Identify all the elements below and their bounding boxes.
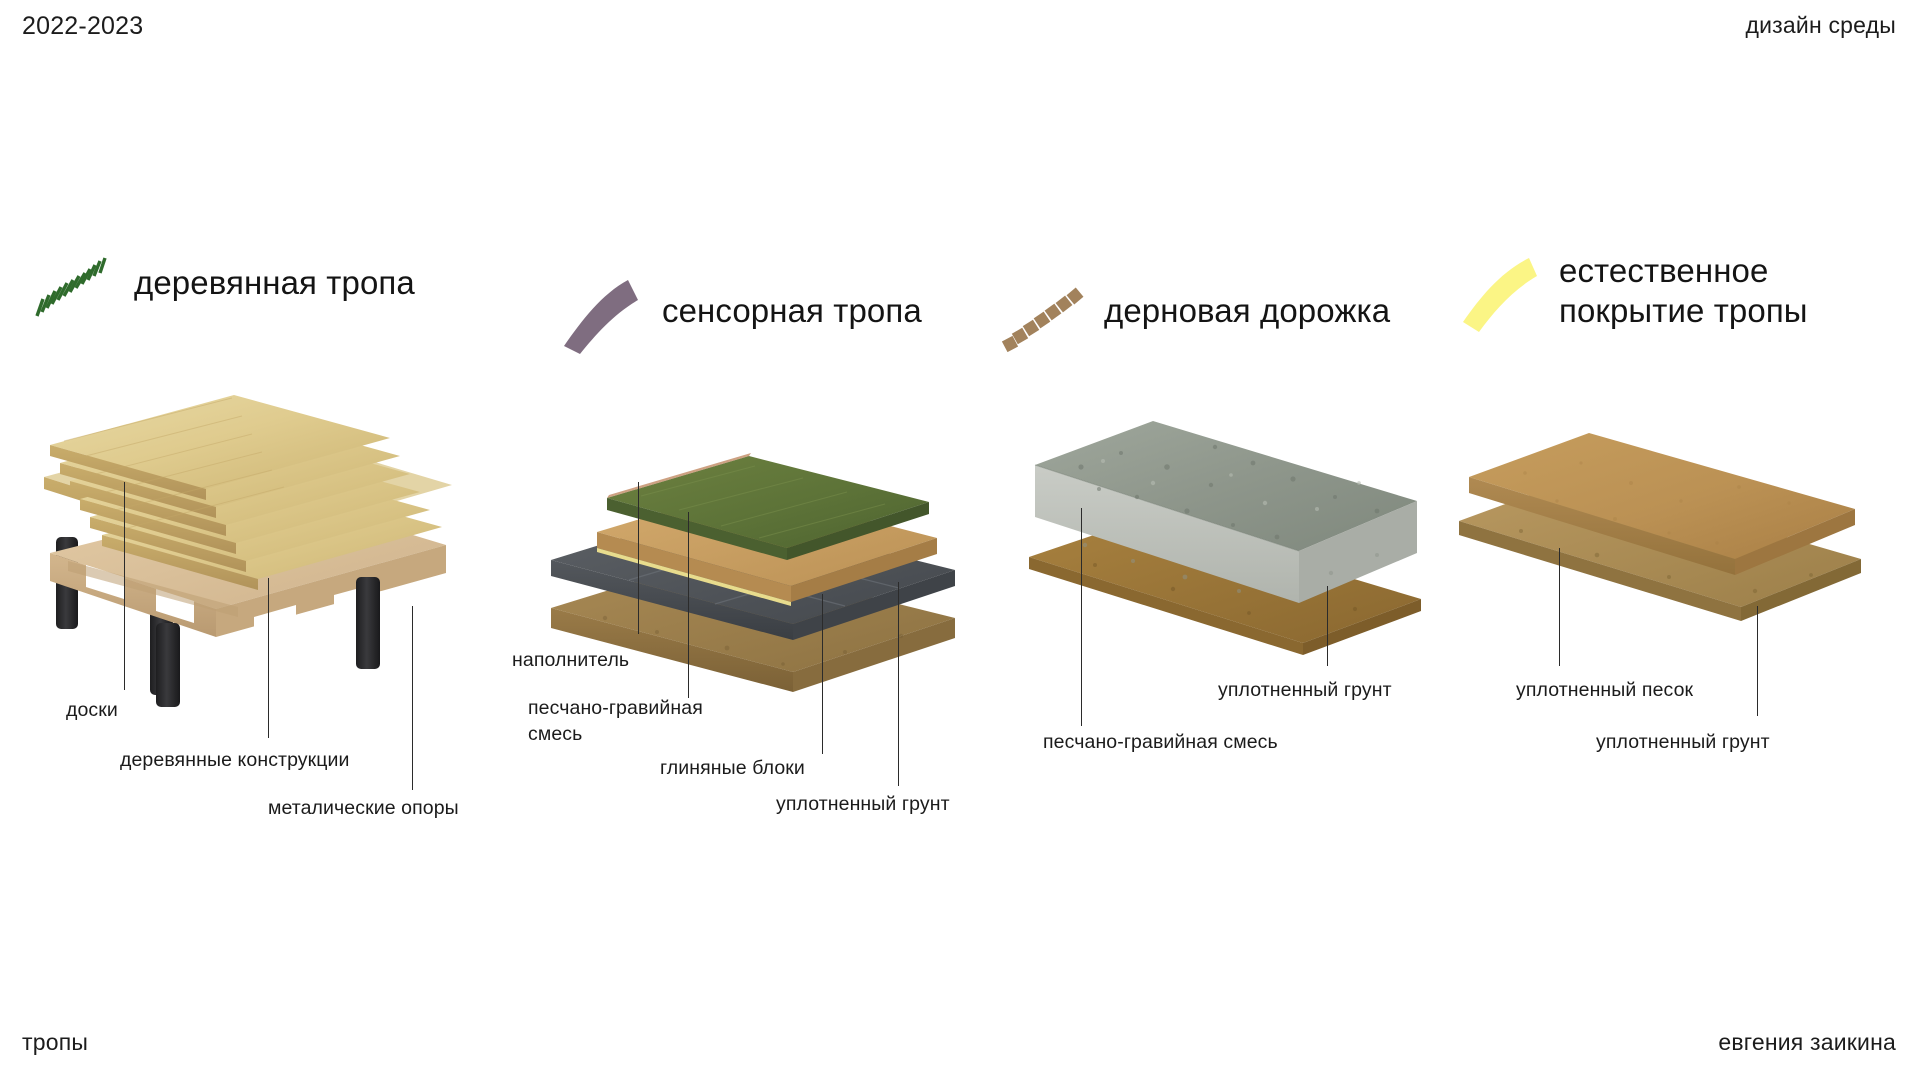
caption-sand-gravel-mix: песчано-гравийная смесь [1043,731,1278,753]
caption-compacted-soil: уплотненный грунт [776,793,950,815]
sensory-path-illustration [545,440,965,710]
wooden-path-illustration [38,385,458,725]
caption-compacted-soil: уплотненный грунт [1596,731,1770,753]
header-discipline: дизайн среды [1745,12,1896,38]
leader-line [124,482,126,690]
layer-filler-grass [607,453,929,560]
soft-arc-icon [1455,248,1541,334]
leader-line [268,578,270,738]
leader-line [1757,606,1759,716]
leader-line [898,582,900,786]
layer-sand-gravel-slab [1034,421,1417,603]
leader-line [638,482,640,634]
leader-line [1081,508,1083,726]
footer-project-name: тропы [22,1029,89,1055]
footer-author-name: евгения заикина [1718,1029,1896,1055]
section-title-label: сенсорная тропа [662,291,922,329]
caption-wooden-structures: деревянные конструкции [120,749,350,771]
caption-compacted-sand: уплотненный песок [1516,679,1694,701]
leader-line [412,606,414,790]
leader-line [688,512,690,698]
section-title-sensory-path: сенсорная тропа [558,268,922,354]
section-title-wooden-path: деревянная тропа [30,240,415,326]
caption-metal-supports: металические опоры [268,797,459,819]
deck-boards-layer [44,395,452,590]
caption-compacted-soil: уплотненный грунт [1218,679,1392,701]
section-title-label: естественное покрытие тропы [1559,251,1808,329]
turf-path-illustration [1025,405,1425,655]
section-title-label: деревянная тропа [134,263,415,301]
header-years: 2022-2023 [22,12,144,40]
layer-compacted-soil [1029,517,1421,655]
hatched-arc-icon [30,240,116,326]
section-title-turf-path: дерновая дорожка [1000,268,1390,354]
leader-line [1559,548,1561,666]
leader-line [1327,586,1329,666]
section-title-label: дерновая дорожка [1104,291,1391,329]
solid-arc-icon [558,268,644,354]
metal-support-leg [156,577,380,707]
caption-filler: наполнитель [512,649,630,671]
caption-wooden-boards: доски [66,699,118,721]
leader-line [822,594,824,754]
dashed-arc-icon [1000,268,1086,354]
natural-path-illustration [1455,415,1865,625]
caption-clay-blocks: глиняные блоки [660,757,805,779]
caption-sand-gravel-mix: песчано-гравийная смесь [528,697,703,745]
layer-compacted-sand [1469,433,1855,575]
section-title-natural-path: естественное покрытие тропы [1455,248,1859,334]
